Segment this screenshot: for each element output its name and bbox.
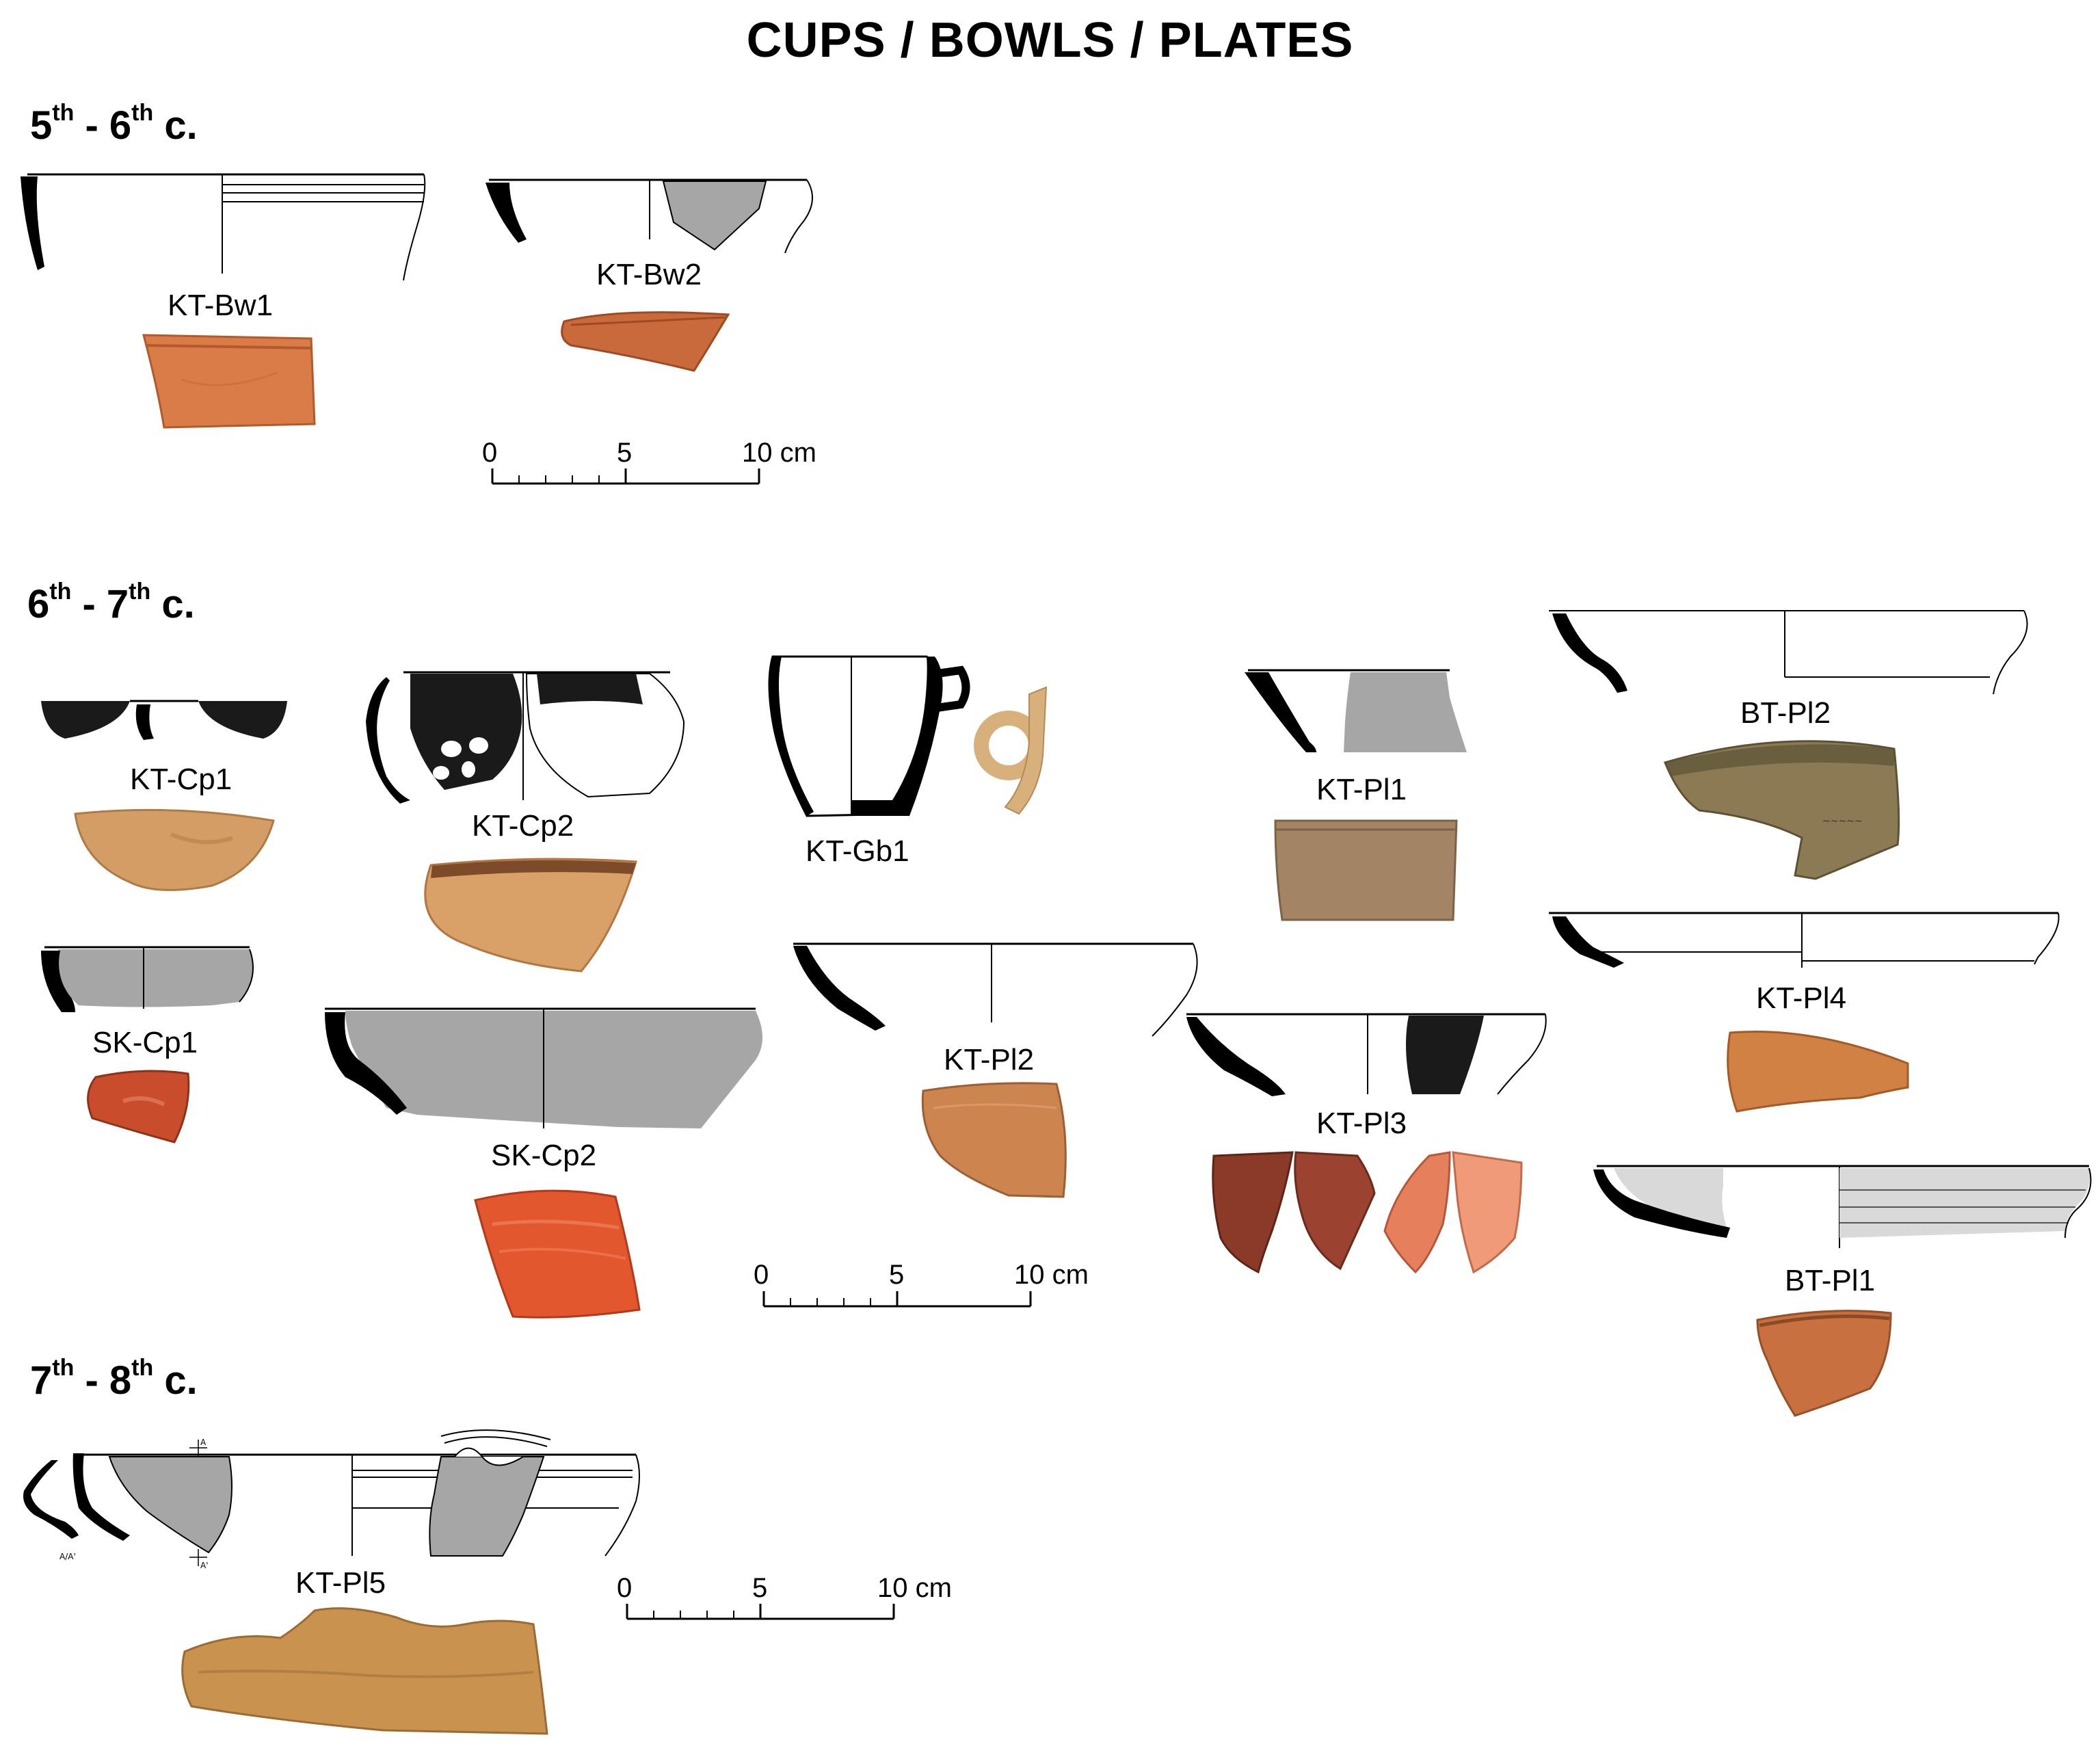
- kt-pl2-profile-drawing: [793, 942, 1198, 1037]
- kt-gb1-handle-photo: [974, 686, 1048, 815]
- sk-cp1-sherd-photo: [87, 1070, 190, 1143]
- sk-cp1-profile-drawing: [41, 946, 254, 1012]
- scale-3-ten-label: 10 cm: [877, 1573, 952, 1603]
- kt-pl5-profile-drawing: A/A' A A': [23, 1429, 640, 1570]
- kt-bw2-sherd-photo: [561, 311, 730, 372]
- bt-pl2-sherd-photo: ~~~~~: [1663, 740, 1900, 880]
- scale-3-five-label: 5: [752, 1573, 768, 1603]
- sk-cp2-profile-drawing: [325, 1007, 762, 1128]
- section-mark-a: A: [200, 1438, 207, 1447]
- bt-pl1-sherd-photo: [1756, 1310, 1892, 1417]
- kt-bw2-profile-drawing: [486, 178, 813, 254]
- scale-1-five-label: 5: [617, 438, 633, 468]
- scale-bar-3: [626, 1604, 895, 1620]
- kt-pl4-label: KT-Pl4: [1756, 981, 1847, 1015]
- kt-gb1-profile-drawing: [768, 655, 970, 817]
- section-mark-a-a: A/A': [59, 1552, 76, 1561]
- bt-pl2-profile-drawing: [1549, 610, 2028, 695]
- kt-pl2-label: KT-Pl2: [944, 1043, 1035, 1076]
- kt-pl2-sherd-photo: [921, 1082, 1067, 1198]
- kt-cp2-sherd-photo: [424, 858, 637, 973]
- scale-2-ten-label: 10 cm: [1014, 1260, 1089, 1290]
- kt-pl3-profile-drawing: [1186, 1013, 1547, 1096]
- sk-cp1-label: SK-Cp1: [92, 1026, 198, 1059]
- kt-pl1-label: KT-Pl1: [1316, 773, 1407, 806]
- kt-cp1-profile-drawing: [41, 700, 287, 740]
- sk-cp2-label: SK-Cp2: [491, 1139, 597, 1172]
- period-heading-5th-6th: 5th - 6th c.: [30, 100, 198, 148]
- bt-pl1-profile-drawing: [1593, 1165, 2092, 1248]
- bt-pl1-label: BT-Pl1: [1785, 1264, 1876, 1297]
- kt-cp1-label: KT-Cp1: [130, 763, 232, 796]
- bt-pl2-handwritten-inscription: ~~~~~: [1822, 816, 1863, 827]
- kt-bw1-profile-drawing: [21, 173, 426, 281]
- scale-bar-2: [762, 1291, 1032, 1308]
- section-mark-a-prime: A': [200, 1561, 209, 1570]
- kt-cp1-sherd-photo: [74, 808, 275, 891]
- kt-pl3-label: KT-Pl3: [1316, 1107, 1407, 1140]
- period-heading-7th-8th: 7th - 8th c.: [30, 1355, 198, 1403]
- kt-cp2-label: KT-Cp2: [472, 809, 574, 843]
- kt-pl5-sherd-photo: [181, 1607, 548, 1735]
- kt-pl3-sherd-photos: [1212, 1151, 1523, 1274]
- bt-pl2-label: BT-Pl2: [1740, 696, 1831, 730]
- kt-pl1-profile-drawing: [1245, 669, 1467, 752]
- kt-pl4-profile-drawing: [1549, 912, 2060, 968]
- kt-cp2-profile-drawing: [366, 671, 685, 804]
- sk-cp2-sherd-photo: [474, 1189, 641, 1319]
- kt-bw2-label: KT-Bw2: [596, 258, 702, 291]
- kt-pl1-sherd-photo: [1274, 819, 1458, 921]
- scale-1-zero-label: 0: [482, 438, 498, 468]
- kt-pl4-sherd-photo: [1727, 1030, 1909, 1113]
- kt-pl5-label: KT-Pl5: [295, 1566, 386, 1600]
- kt-bw1-sherd-photo: [142, 334, 316, 429]
- period-heading-6th-7th: 6th - 7th c.: [27, 579, 195, 626]
- scale-2-zero-label: 0: [754, 1260, 769, 1290]
- scale-3-zero-label: 0: [617, 1573, 633, 1603]
- scale-2-five-label: 5: [889, 1260, 905, 1290]
- page-title: CUPS / BOWLS / PLATES: [746, 13, 1354, 68]
- scale-bar-1: [491, 468, 760, 485]
- kt-bw1-label: KT-Bw1: [168, 289, 274, 322]
- scale-1-ten-label: 10 cm: [742, 438, 816, 468]
- kt-gb1-label: KT-Gb1: [806, 834, 909, 868]
